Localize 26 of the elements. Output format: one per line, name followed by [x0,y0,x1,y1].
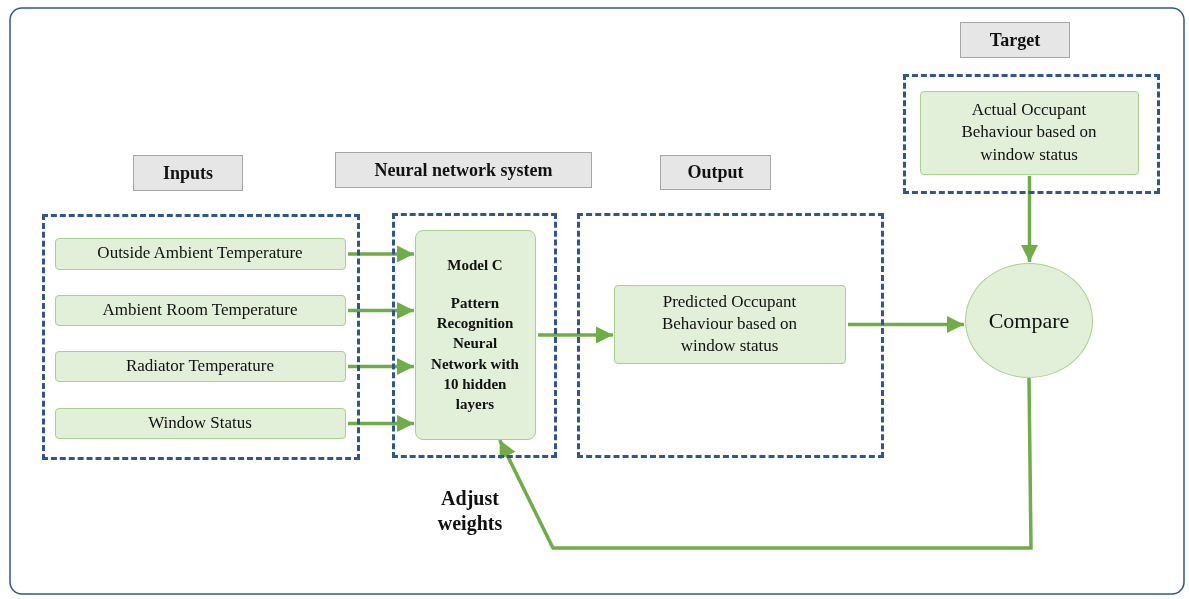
box-title: Model C [447,255,503,275]
process-box: Radiator Temperature [54,350,346,382]
process-box: Predicted Occupant Behaviour based on window status [613,284,846,364]
model-box [414,229,536,440]
process-box: Outside Ambient Temperature [54,237,346,270]
arrow [848,315,964,334]
process-box: Ambient Room Temperature [54,294,346,326]
process-box: Actual Occupant Behaviour based on window status [919,90,1139,175]
section-heading: Target [960,22,1070,58]
arrow [1020,176,1039,262]
arrow [538,326,613,344]
section-heading: Inputs [133,155,243,191]
arrow [348,301,414,320]
section-heading: Output [660,155,771,190]
box-text: Pattern Recognition Neural Network with 10 hidden layers [430,293,520,415]
arrow [348,357,414,376]
dashed-group-frame [903,74,1160,194]
process-box: Window Status [54,407,346,439]
arrow [498,377,1033,550]
dashed-group-frame [392,213,557,458]
arrow [348,414,414,433]
compare-circle: Compare [965,263,1093,378]
dashed-group-frame [577,213,884,458]
dashed-group-frame [42,214,360,460]
arrow [348,245,414,263]
section-heading: Neural network system [335,152,592,188]
